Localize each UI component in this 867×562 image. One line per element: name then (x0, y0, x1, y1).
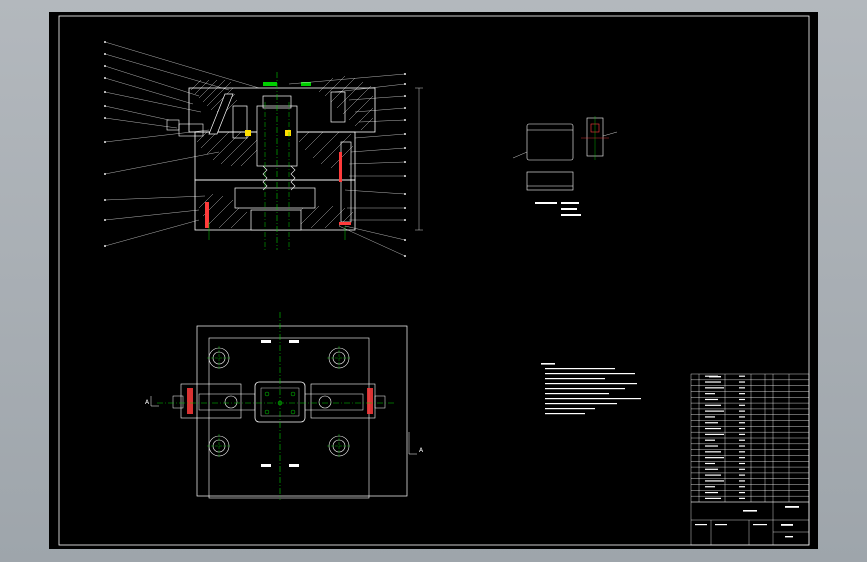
section-mark-right: A (419, 447, 424, 454)
title-block (690, 373, 810, 546)
section-mark-left: A (145, 399, 150, 406)
bom-row-mark (739, 381, 745, 383)
bom-row-mark (705, 462, 715, 465)
bom-row-mark (705, 468, 718, 470)
bom-row-mark (705, 439, 715, 441)
bom-row-mark (739, 387, 745, 389)
section-view (104, 41, 423, 257)
bom-row-mark (705, 398, 718, 401)
bom-row-mark (739, 457, 745, 459)
bom-row-mark (739, 486, 745, 488)
cad-drawing: A A (58, 15, 810, 546)
bom-row-mark (705, 387, 724, 389)
bom-row-mark (705, 422, 718, 424)
bom-row-mark (705, 474, 721, 476)
bom-row-mark (739, 491, 745, 494)
bom-row-mark (739, 404, 745, 406)
bom-row-mark (705, 497, 721, 499)
bom-row-mark (705, 416, 715, 418)
bom-row-mark (739, 451, 745, 453)
bom-row-mark (705, 410, 724, 412)
bom-row-mark (739, 398, 745, 401)
bom-row-mark (739, 416, 745, 418)
part-sketch (512, 116, 618, 216)
bom-row-mark (705, 381, 721, 383)
bom-row-mark (739, 375, 745, 377)
bom-row-mark (739, 393, 745, 395)
title-block-marks (695, 376, 799, 538)
bom-row-mark (739, 468, 745, 470)
plan-view: A A (145, 312, 424, 500)
drawing-frame (58, 15, 810, 546)
bom-row-mark (739, 474, 745, 476)
bom-row-mark (705, 393, 715, 395)
bom-row-mark (739, 427, 745, 430)
bom-row-mark (739, 422, 745, 424)
bom-row-mark (705, 491, 718, 494)
bom-row-mark (739, 462, 745, 465)
bom-row-mark (739, 497, 745, 499)
bom-row-mark (739, 410, 745, 412)
bom-row-mark (739, 480, 745, 482)
drawing-sheet: A A (49, 12, 818, 549)
bom-row-mark (705, 480, 724, 482)
technical-notes (541, 363, 641, 415)
bom-row-mark (705, 445, 718, 447)
bom-row-mark (739, 445, 745, 447)
bom-row-mark (739, 433, 745, 435)
bom-row-mark (705, 457, 724, 459)
bom-row-mark (705, 433, 724, 435)
bom-row-mark (705, 404, 721, 406)
bom-row-mark (705, 451, 721, 453)
bom-row-mark (739, 439, 745, 441)
bom-row-mark (705, 427, 721, 430)
bom-row-mark (705, 486, 715, 488)
